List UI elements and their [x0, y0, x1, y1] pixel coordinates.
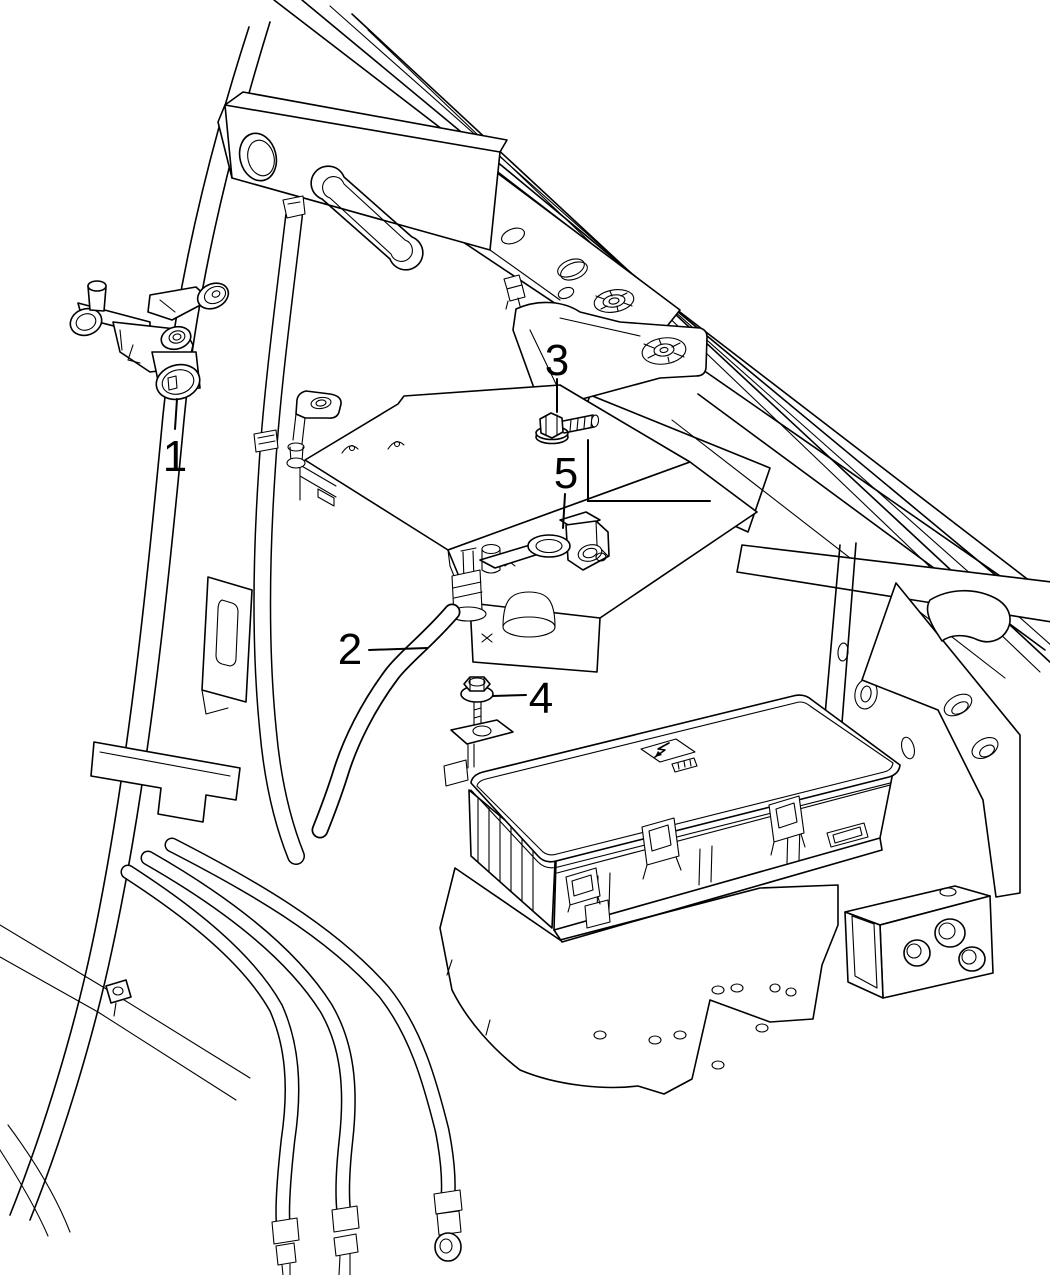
- callout-4-leader: [492, 694, 527, 697]
- tow-hook: [926, 589, 1011, 643]
- latch-support-bracket: [90, 741, 241, 823]
- ground-nut-assembly: [443, 676, 514, 787]
- sensor-tab: [160, 325, 192, 351]
- holddown-dome: [502, 591, 556, 638]
- temperature-sensor: [69, 280, 230, 401]
- callouts: 1 2 3 4 5: [163, 336, 711, 723]
- fender-apron-edge: [0, 21, 271, 1237]
- right-rail: [671, 371, 1050, 898]
- battery-cable: [311, 603, 461, 839]
- rail-bolt: [593, 289, 635, 313]
- harness-top-connector: [282, 195, 306, 219]
- bracket-bolt-hole: [641, 337, 687, 365]
- front-cables: [120, 837, 463, 1275]
- hex-nut: [460, 676, 494, 703]
- lid-latch: [826, 822, 869, 848]
- lower-tray: [439, 867, 839, 1095]
- beam-slot: [310, 165, 424, 271]
- cable-ferrule: [331, 1205, 360, 1275]
- callout-3-bracket-leader: [587, 439, 711, 502]
- harness-clip: [253, 429, 279, 453]
- main-harness-cable: [253, 195, 306, 865]
- fuse-box-lid: [470, 694, 901, 869]
- callout-1-label: 1: [163, 432, 187, 481]
- sensor-upper-connector: [196, 282, 230, 310]
- cable-ring-terminal: [433, 1189, 463, 1262]
- sensor-pin: [87, 280, 107, 312]
- lightning-icon: [655, 751, 662, 757]
- lid-latch: [641, 817, 682, 880]
- corner-bracket: [844, 885, 994, 999]
- callout-2-leader: [368, 647, 428, 651]
- callout-2-label: 2: [338, 625, 362, 674]
- terminal-nut: [577, 544, 607, 562]
- cable-ferrule: [271, 1217, 300, 1275]
- callout-5-leader: [562, 493, 566, 529]
- fuse-box: [468, 694, 901, 943]
- callout-5-label: 5: [554, 449, 578, 498]
- sensor-lower-connector: [151, 351, 201, 401]
- harness-clamp: [105, 979, 132, 1017]
- battery-terminal: [479, 511, 610, 571]
- lid-latch: [768, 795, 806, 856]
- callout-4-label: 4: [529, 674, 553, 723]
- lower-rail: [861, 582, 1021, 898]
- warning-label: [640, 738, 698, 773]
- tray-corner-ribs: [299, 464, 337, 507]
- callout-1-leader: [174, 398, 178, 430]
- upper-crossmember: [217, 91, 561, 301]
- holddown-ring-tab: [286, 390, 342, 469]
- slotted-bracket: [201, 576, 253, 715]
- callout-3-label: 3: [545, 336, 569, 385]
- mounting-bolt: [535, 412, 600, 445]
- rail-clip: [503, 274, 526, 310]
- terminal-rod-connector: [449, 547, 487, 622]
- lid-latch: [565, 867, 601, 913]
- beam-end-hole: [238, 132, 278, 182]
- alignment-mark: [481, 633, 493, 643]
- edge-clips: [341, 440, 405, 454]
